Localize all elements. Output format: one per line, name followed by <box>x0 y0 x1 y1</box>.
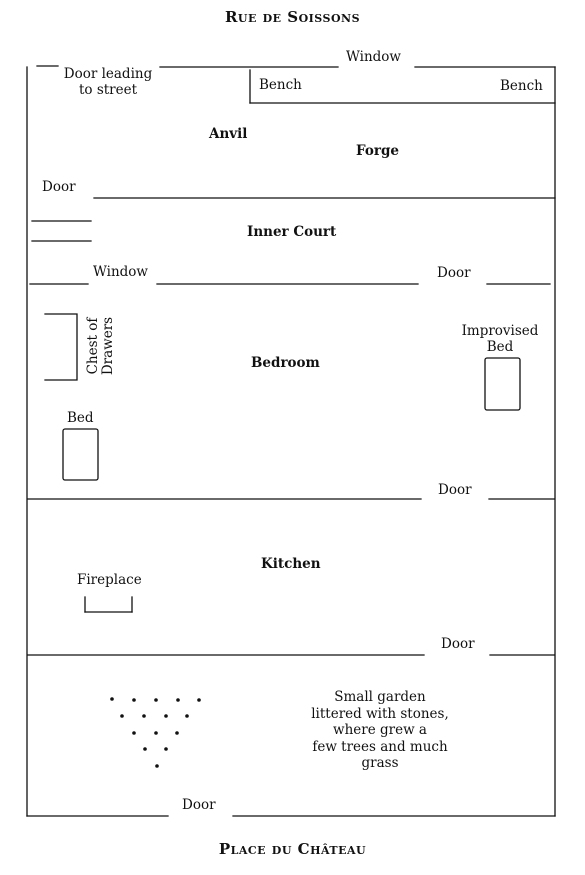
label-door-bedroom: Door <box>438 482 472 498</box>
label-bed: Bed <box>67 410 94 426</box>
tree-dot <box>120 714 124 718</box>
label-garden-line4: few trees and much <box>312 738 448 755</box>
label-door-garden: Door <box>182 797 216 813</box>
tree-dot <box>132 731 136 735</box>
label-door-to-street: Door leading to street <box>52 66 164 98</box>
label-garden-line2: littered with stones, <box>311 705 449 722</box>
label-door-forge: Door <box>42 179 76 195</box>
street-name-top: Rue de Soissons <box>224 8 361 26</box>
label-improvised-line1: Improvised <box>461 323 539 339</box>
label-window-court: Window <box>93 264 148 280</box>
bed <box>62 428 99 481</box>
tree-dot <box>154 731 158 735</box>
label-garden-line1: Small garden <box>334 689 426 705</box>
label-garden-line5: grass <box>361 755 399 771</box>
tree-dot <box>154 698 158 702</box>
tree-dot <box>164 714 168 718</box>
tree-dot <box>175 731 179 735</box>
label-window-top: Window <box>346 49 401 65</box>
label-garden-line3: where grew a <box>333 722 427 738</box>
label-door-court: Door <box>437 265 471 281</box>
tree-dot <box>185 714 189 718</box>
label-fireplace: Fireplace <box>77 572 142 588</box>
label-improvised-bed: Improvised Bed <box>452 323 548 355</box>
tree-dot <box>176 698 180 702</box>
label-door-to-street-line2: to street <box>78 82 138 98</box>
garden-trees <box>110 697 201 768</box>
chest-of-drawers <box>44 313 78 381</box>
label-kitchen: Kitchen <box>261 556 321 572</box>
label-chest-line2: Drawers <box>100 316 116 376</box>
label-bedroom: Bedroom <box>251 355 320 371</box>
tree-dot <box>132 698 136 702</box>
label-improvised-line2: Bed <box>486 339 514 355</box>
tree-dot <box>143 747 147 751</box>
label-door-kitchen: Door <box>441 636 475 652</box>
label-anvil: Anvil <box>209 126 248 142</box>
label-inner-court: Inner Court <box>247 224 337 240</box>
tree-dot <box>164 747 168 751</box>
tree-dot <box>197 698 201 702</box>
label-door-to-street-line1: Door leading <box>63 66 153 82</box>
label-chest-of-drawers: Chest of Drawers <box>85 311 116 381</box>
improvised-bed <box>484 357 521 411</box>
tree-dot <box>142 714 146 718</box>
street-name-bottom: Place du Château <box>218 840 367 858</box>
tree-dot <box>110 697 114 701</box>
label-chest-line1: Chest of <box>85 317 101 375</box>
label-forge: Forge <box>356 143 399 159</box>
tree-dot <box>155 764 159 768</box>
label-bench-right: Bench <box>500 78 543 94</box>
label-small-garden: Small garden littered with stones, where… <box>300 689 460 772</box>
label-bench-left: Bench <box>259 77 302 93</box>
